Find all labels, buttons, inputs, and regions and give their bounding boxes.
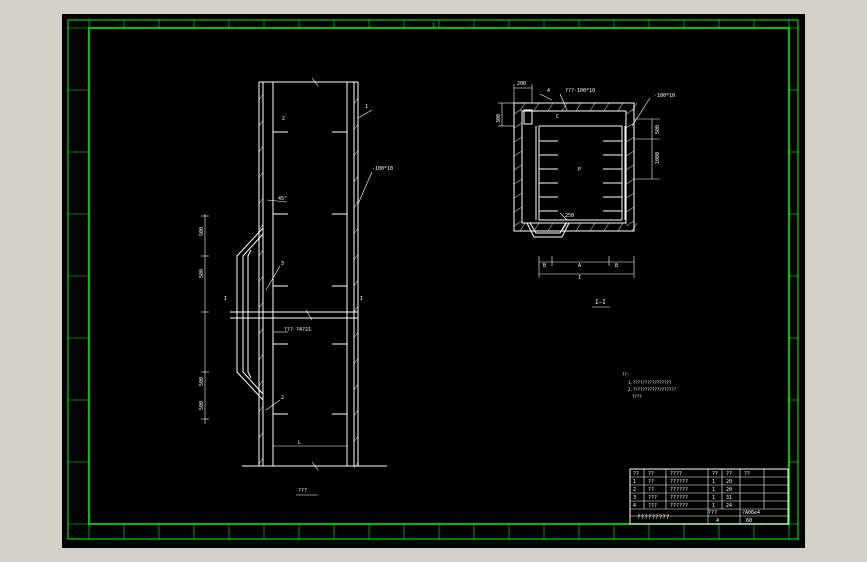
title-block-header-cell: ?? bbox=[744, 471, 750, 477]
angle-label: 45° bbox=[278, 196, 287, 202]
title-block-cell: 31 bbox=[726, 495, 732, 501]
title-block-cell: ?????? bbox=[670, 495, 688, 501]
title-block-header-cell: ?? bbox=[726, 471, 732, 477]
dim-500-c: 500 bbox=[199, 377, 205, 386]
section-hatching bbox=[513, 102, 638, 232]
wall-hatching bbox=[258, 93, 359, 469]
pipe-label: -100*10 bbox=[372, 166, 393, 172]
title-block-key1: ??? bbox=[708, 510, 717, 516]
outer-border bbox=[67, 19, 799, 540]
title-block-cell: 4 bbox=[633, 503, 636, 509]
dim-B1: B bbox=[543, 263, 546, 269]
title-block-cell: ?????? bbox=[670, 487, 688, 493]
note-0: ??: bbox=[622, 372, 629, 377]
dim-500: 500 bbox=[655, 125, 661, 134]
dim-1000: 1000 bbox=[655, 152, 661, 164]
title-block-cell: ?????? bbox=[670, 479, 688, 485]
notes: ??: 1.???????????????? 2.???????????????… bbox=[622, 372, 677, 399]
label-1: 1 bbox=[365, 104, 368, 110]
dim-250: 250 bbox=[565, 213, 574, 219]
title-block-header-cell: ?? bbox=[648, 471, 654, 477]
title-block-cell: ??? bbox=[648, 495, 657, 501]
label-3: 3 bbox=[281, 261, 284, 267]
top-mark: 1 bbox=[432, 23, 435, 29]
section-labels: 200 4 ???-100*10 -100*10 300 500 1000 P … bbox=[496, 81, 675, 306]
section-view bbox=[498, 84, 660, 278]
label-C: C bbox=[556, 114, 559, 120]
title-block-title: ????????? bbox=[637, 514, 670, 521]
title-block-cell: ?? bbox=[648, 479, 654, 485]
inner-border bbox=[88, 27, 790, 525]
title-block-cell: 1 bbox=[712, 487, 715, 493]
label-2b: 2 bbox=[281, 395, 284, 401]
label-P: P bbox=[578, 167, 581, 173]
note-3: ???? bbox=[632, 394, 642, 399]
elevation-view bbox=[201, 77, 387, 471]
section-cut-left: I bbox=[224, 296, 227, 302]
elevation-view-label: ??? bbox=[298, 488, 307, 494]
elevation-labels: 1 2 3 2 45° -100*10 ??? ?4?21 L I I 500 … bbox=[199, 104, 393, 494]
label-4: 4 bbox=[547, 88, 550, 94]
section-view-label: I—I bbox=[595, 299, 606, 306]
dim-200: 200 bbox=[517, 81, 526, 87]
title-block-cell: 20 bbox=[726, 479, 732, 485]
note-2: 2.?????????????????? bbox=[628, 387, 677, 392]
section-cut-right: I bbox=[360, 296, 363, 302]
title-block-cell: ?????? bbox=[670, 503, 688, 509]
title-block-val2: 60 bbox=[746, 518, 752, 524]
title-block-val1: ?A06e4 bbox=[742, 510, 760, 516]
dim-I: I bbox=[578, 275, 581, 281]
title-block-cell: 3 bbox=[633, 495, 636, 501]
dim-B2: B bbox=[615, 263, 618, 269]
dim-A: A bbox=[578, 263, 581, 269]
title-block-cell: ??? bbox=[648, 503, 657, 509]
title-block-key2: 4 bbox=[716, 518, 719, 524]
note-1: 1.???????????????? bbox=[628, 380, 672, 385]
title-block-cell: 1 bbox=[633, 479, 636, 485]
title-block-cell: ?? bbox=[648, 487, 654, 493]
title-block-cell: 20 bbox=[726, 487, 732, 493]
dim-500-d: 500 bbox=[199, 401, 205, 410]
title-block-cell: 2 bbox=[633, 487, 636, 493]
title-block-header-cell: ?? bbox=[633, 471, 639, 477]
title-block-cell: 1 bbox=[712, 503, 715, 509]
title-block-cell: 24 bbox=[726, 503, 732, 509]
ladder-rungs bbox=[272, 129, 348, 417]
cad-drawing: 1 bbox=[67, 19, 799, 540]
title-block-cell: 1 bbox=[712, 495, 715, 501]
dim-L: L bbox=[298, 440, 301, 446]
channel-label: ??? ?4?21 bbox=[284, 327, 311, 333]
title-block-header-cell: ???? bbox=[670, 471, 682, 477]
dim-300: 300 bbox=[496, 114, 502, 123]
note-flat: -100*10 bbox=[654, 93, 675, 99]
frame-ticks bbox=[68, 20, 798, 539]
title-block-cell: 1 bbox=[712, 479, 715, 485]
title-block-header-cell: ?? bbox=[712, 471, 718, 477]
section-rungs bbox=[539, 140, 622, 212]
note-plate: ???-100*10 bbox=[565, 88, 595, 94]
label-2: 2 bbox=[282, 116, 285, 122]
dim-500-b: 500 bbox=[199, 269, 205, 278]
drawing-sheet: 1 bbox=[62, 14, 805, 548]
dim-500-a: 500 bbox=[199, 227, 205, 236]
